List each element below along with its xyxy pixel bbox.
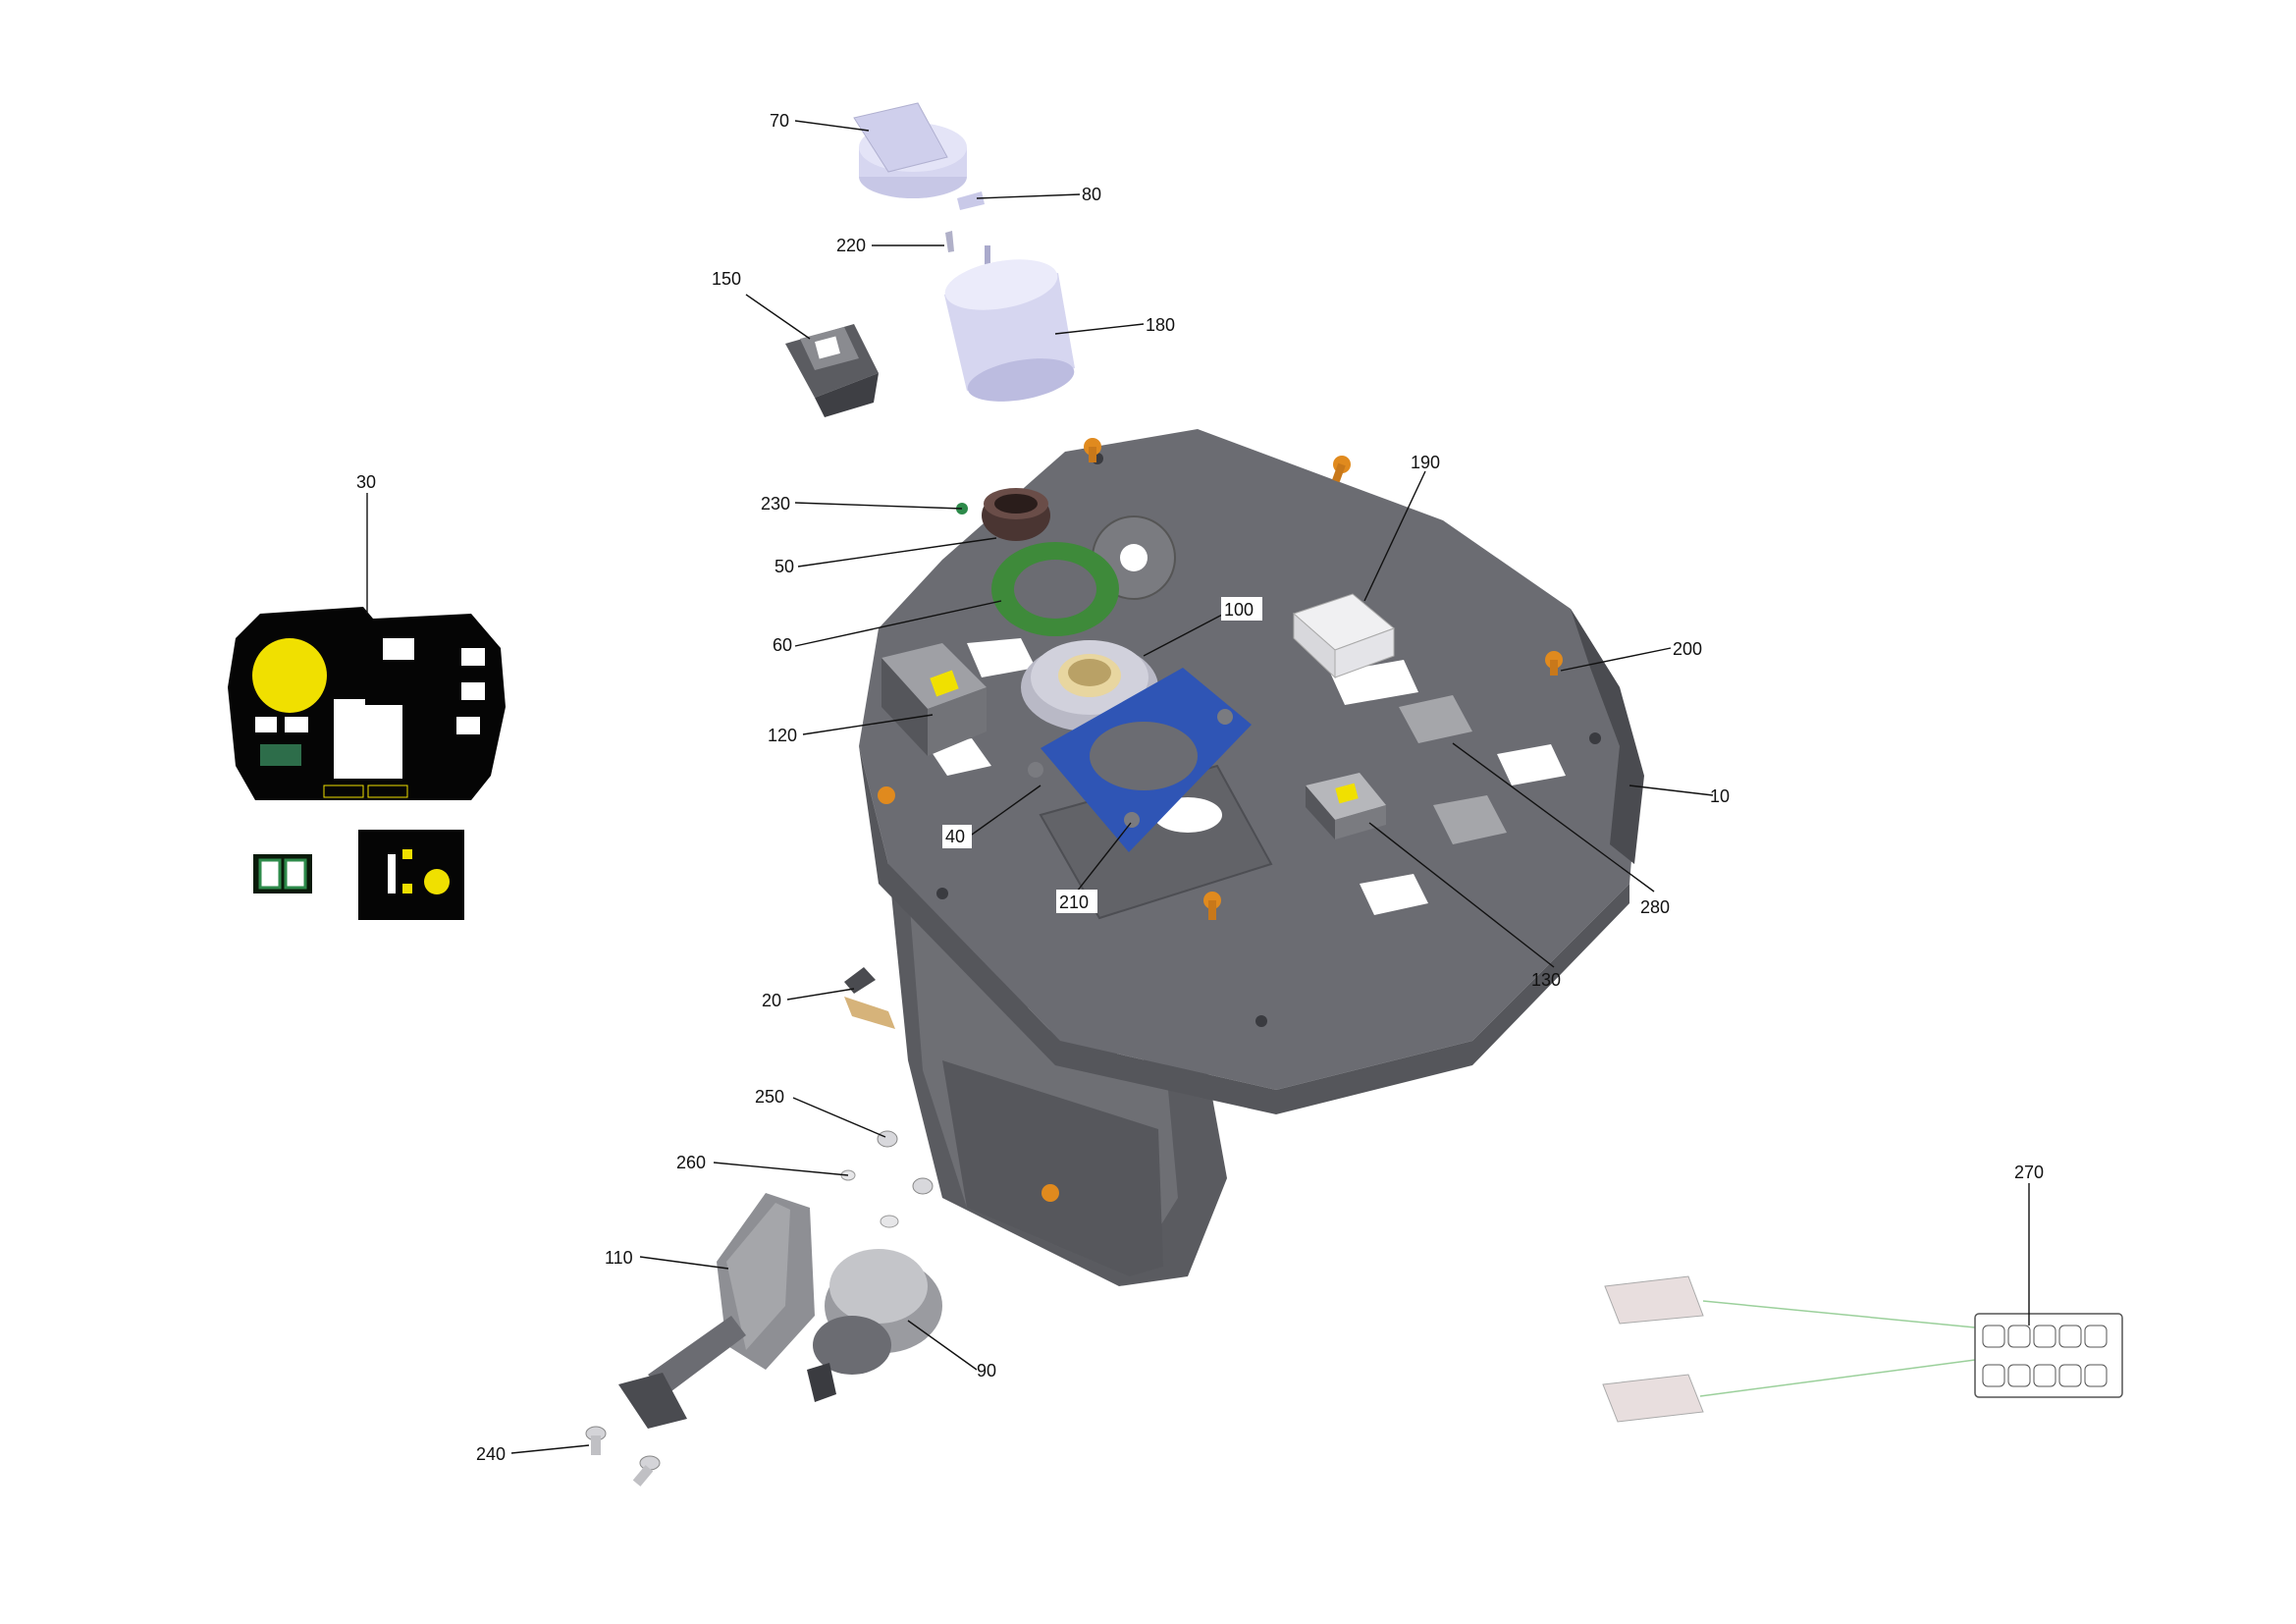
- decal-black-part-30: [358, 830, 464, 920]
- callout-130: 130: [1531, 970, 1561, 990]
- callout-70: 70: [770, 111, 789, 131]
- key-switch-part-90: [807, 1249, 942, 1402]
- callout-210: 210: [1059, 893, 1089, 912]
- knob-part-70: [853, 102, 967, 198]
- callout-100: 100: [1224, 600, 1254, 620]
- callout-50: 50: [774, 557, 794, 576]
- callout-150: 150: [712, 269, 741, 289]
- connector-harness-part-270: [1602, 1275, 2123, 1423]
- callout-30: 30: [356, 472, 376, 492]
- decal-green-part-30: [253, 854, 312, 893]
- callout-200: 200: [1673, 639, 1702, 659]
- callout-labels: 10 20 30 40 50 60 70 80 90 100 110 120 1…: [356, 111, 2044, 1464]
- washers-part-250-260: [840, 1130, 934, 1228]
- switch-part-190: [1293, 593, 1395, 679]
- callout-280: 280: [1640, 897, 1670, 917]
- housing-part-10: [859, 429, 1644, 1286]
- callout-110: 110: [605, 1248, 633, 1268]
- callout-230: 230: [761, 494, 790, 514]
- callout-190: 190: [1411, 453, 1440, 472]
- latch-part-20: [844, 967, 895, 1029]
- callout-260: 260: [676, 1153, 706, 1172]
- cylinder-part-180: [944, 245, 1075, 402]
- callout-20: 20: [762, 991, 781, 1010]
- callout-120: 120: [768, 726, 797, 745]
- switch-part-130: [1306, 773, 1386, 839]
- gasket-part-60: [991, 542, 1119, 636]
- mounting-bolts-part-200: [878, 438, 1563, 1202]
- switch-part-120: [881, 643, 987, 756]
- ring-part-50: [982, 488, 1050, 541]
- callout-250: 250: [755, 1087, 784, 1107]
- callout-180: 180: [1146, 315, 1175, 335]
- callout-270: 270: [2014, 1163, 2044, 1182]
- callout-40: 40: [945, 827, 965, 846]
- rocker-switch-part-150: [785, 324, 879, 417]
- mounting-plate-part-40: [1028, 668, 1252, 852]
- pin-part-220: [945, 231, 954, 252]
- callout-60: 60: [773, 635, 792, 655]
- screws-part-240: [585, 1426, 661, 1487]
- decal-part-30: [228, 607, 506, 800]
- callout-90: 90: [977, 1361, 996, 1380]
- callout-80: 80: [1082, 185, 1101, 204]
- flange-bushing-part-100: [1021, 640, 1158, 731]
- callout-240: 240: [476, 1444, 506, 1464]
- callout-10: 10: [1710, 786, 1730, 806]
- insert-part-80: [957, 191, 985, 210]
- callout-220: 220: [836, 236, 866, 255]
- leader-lines: [366, 120, 2030, 1454]
- bracket-part-110: [618, 1193, 815, 1429]
